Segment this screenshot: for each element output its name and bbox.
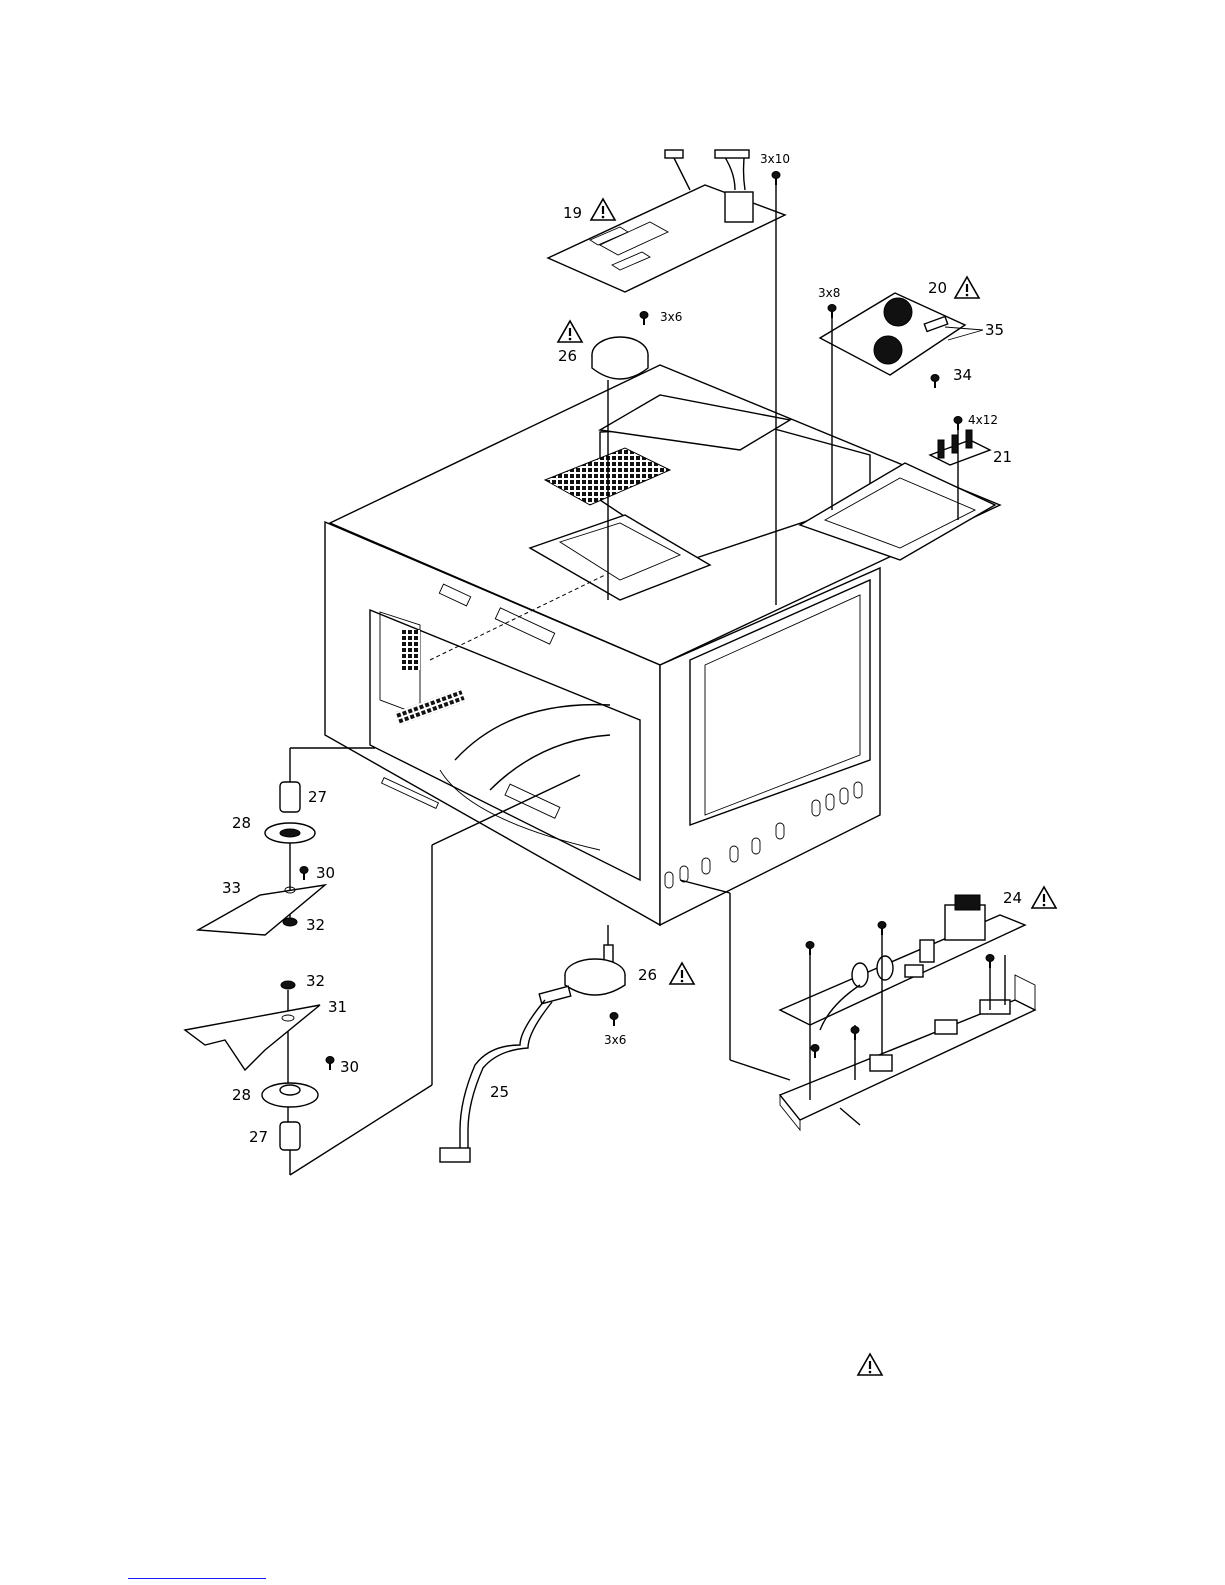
callout-27-top: 27 xyxy=(308,788,327,806)
callout-31: 31 xyxy=(328,998,347,1016)
screw-icon xyxy=(772,172,780,186)
warning-triangle-icon xyxy=(670,963,694,984)
screw-icon xyxy=(954,417,962,431)
wire-harness-25 xyxy=(440,1000,552,1162)
warning-triangle-icon xyxy=(1032,887,1056,908)
screw-3x6-bottom-label: 3x6 xyxy=(604,1033,626,1047)
screw-icon xyxy=(986,955,994,969)
screw-icon xyxy=(300,867,308,881)
callout-28-bottom: 28 xyxy=(232,1086,251,1104)
screw-icon xyxy=(326,1057,334,1071)
screw-icon xyxy=(851,1027,859,1041)
screw-4x12-label: 4x12 xyxy=(968,413,998,427)
callout-30-bottom: 30 xyxy=(340,1058,359,1076)
callout-34: 34 xyxy=(953,366,972,384)
screw-icon xyxy=(811,1045,819,1059)
screw-icon xyxy=(828,305,836,319)
power-pcb-24 xyxy=(680,880,1035,1130)
coupler-stack-upper xyxy=(198,748,375,935)
callout-33: 33 xyxy=(222,879,241,897)
oven-cabinet xyxy=(325,365,1000,925)
control-pcb-19 xyxy=(548,150,785,292)
footer-underline xyxy=(128,1578,266,1579)
screw-icon xyxy=(610,1013,618,1027)
warning-triangle-icon xyxy=(558,321,582,342)
screw-3x6-top-label: 3x6 xyxy=(660,310,682,324)
callout-25: 25 xyxy=(490,1083,509,1101)
screw-icon xyxy=(931,375,939,389)
callout-20: 20 xyxy=(928,279,947,297)
screw-3x8-label: 3x8 xyxy=(818,286,840,300)
screw-icon xyxy=(806,942,814,956)
warning-triangle-icon xyxy=(858,1354,882,1375)
warning-triangle-icon xyxy=(955,277,979,298)
callout-32-top: 32 xyxy=(306,916,325,934)
callout-27-bottom: 27 xyxy=(249,1128,268,1146)
warning-triangle-icon xyxy=(591,199,615,220)
callout-35: 35 xyxy=(985,321,1004,339)
callout-19: 19 xyxy=(563,204,582,222)
turntable-motor-26-bottom xyxy=(539,925,625,1004)
callout-24: 24 xyxy=(1003,889,1022,907)
screw-3x10-label: 3x10 xyxy=(760,152,790,166)
callout-26-top: 26 xyxy=(558,347,577,365)
callout-26-bottom: 26 xyxy=(638,966,657,984)
callout-28-top: 28 xyxy=(232,814,251,832)
callout-30-top: 30 xyxy=(316,864,335,882)
screw-icon xyxy=(640,312,648,326)
callout-21: 21 xyxy=(993,448,1012,466)
callout-32-bottom: 32 xyxy=(306,972,325,990)
screw-icon xyxy=(878,922,886,936)
